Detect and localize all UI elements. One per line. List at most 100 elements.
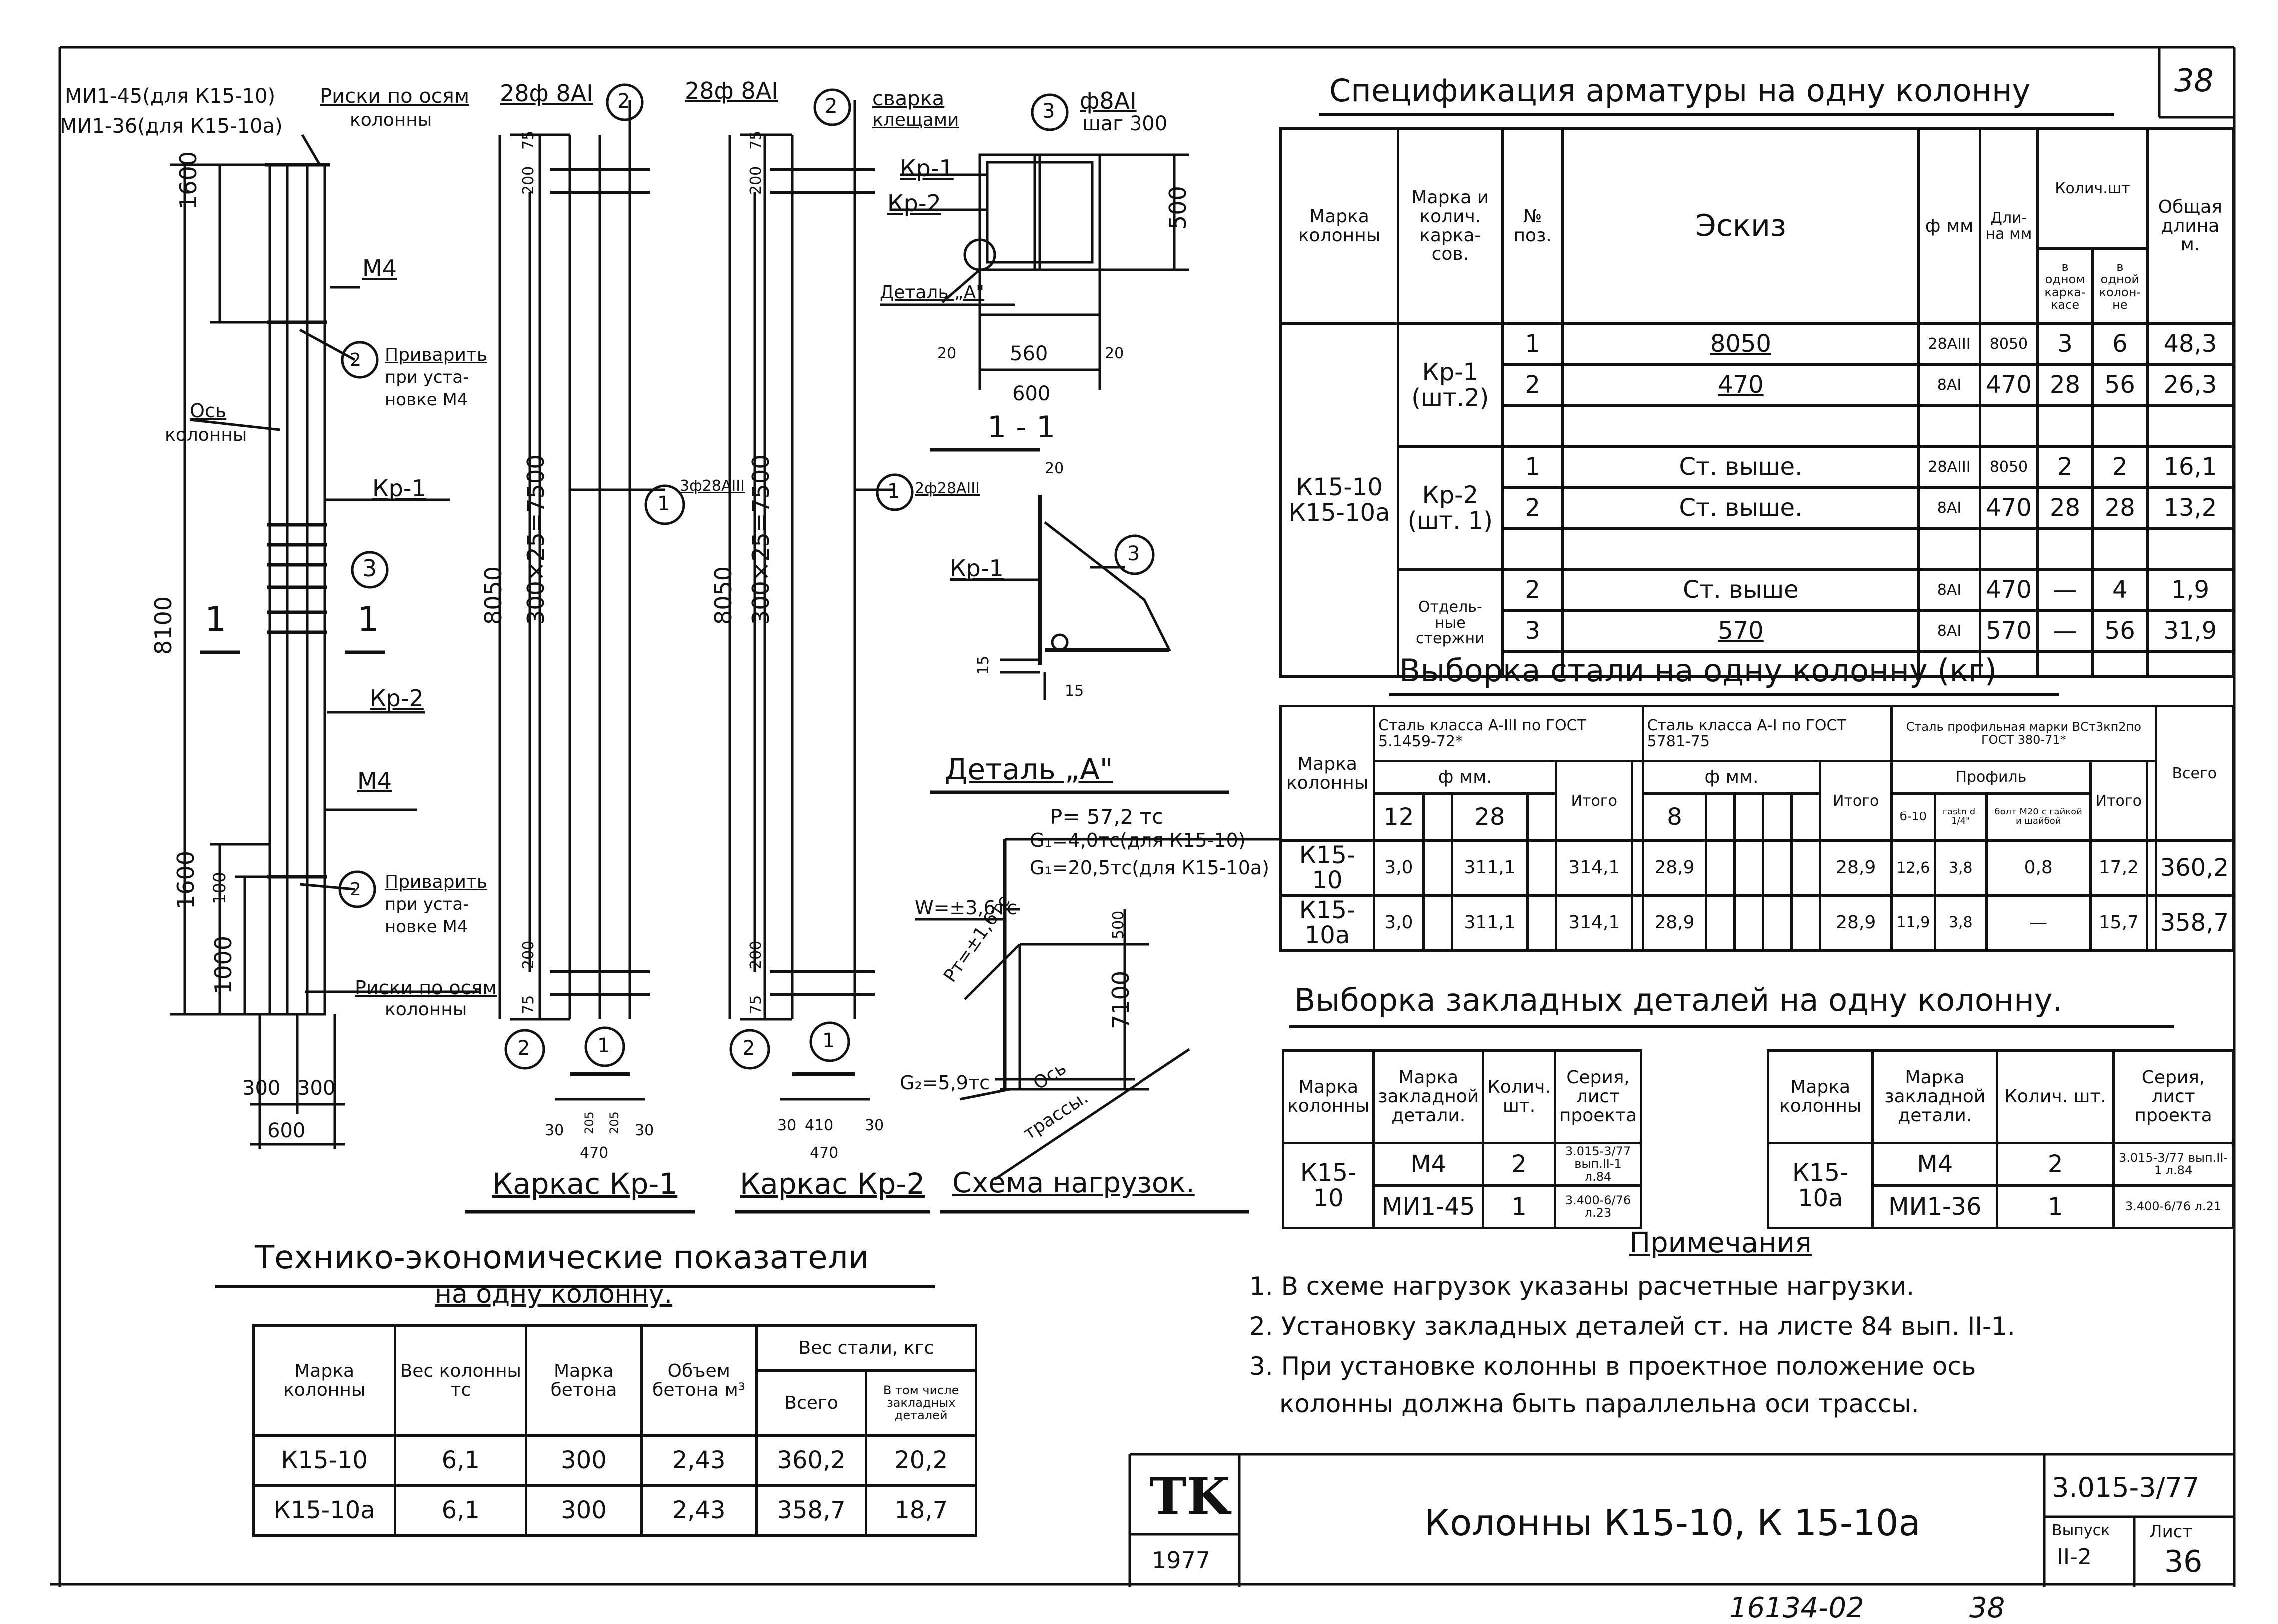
emb-l-h-detail: Марка закладной детали. <box>1372 1049 1485 1144</box>
section-dim-500: 500 <box>1164 186 1191 230</box>
steel-r1-p1: 12,6 <box>1890 839 1936 897</box>
steel-r2-v28: 311,1 <box>1450 894 1529 952</box>
steel-r2-p1: 11,9 <box>1890 894 1936 952</box>
page-value: 36 <box>2164 1544 2203 1579</box>
steel-h-d8: 8 <box>1641 792 1708 842</box>
tech-h-volume: Объем бетона м³ <box>640 1324 758 1437</box>
emb-r-h-mark: Марка колонны <box>1766 1049 1874 1144</box>
kp1-dim-75a: 75 <box>520 130 537 150</box>
steel-h-mark: Марка колонны <box>1279 705 1375 842</box>
steel-r1-it2: 28,9 <box>1819 839 1893 897</box>
loads-g1b: G₁=20,5тс(для К15-10а) <box>1030 857 1269 879</box>
detailA-d15b: 15 <box>1065 682 1084 700</box>
loads-g2: G₂=5,9тс <box>900 1072 990 1094</box>
bottom-number: 38 <box>1969 1592 2005 1624</box>
spec-r3-q1: 2 <box>2036 445 2094 489</box>
kp1-dim-8050: 8050 <box>480 566 507 625</box>
spec-r5-total: 1,9 <box>2146 568 2235 612</box>
spec-h-mark-frame: Марка и колич. карка- сов. <box>1396 127 1504 325</box>
label-kp1-col: Кр-1 <box>372 475 426 502</box>
tech-r2-mark: К15-10а <box>252 1484 397 1537</box>
spec-r3-phi: 28АIII <box>1917 445 1981 489</box>
note-1: 1. В схеме нагрузок указаны расчетные на… <box>1249 1272 1915 1301</box>
label-riski-top-2: колонны <box>350 110 432 130</box>
tech-h-steel: Вес стали, кгс <box>755 1324 978 1372</box>
bottom-handwritten: 16134-02 <box>1729 1592 1864 1624</box>
kp1-dim-75b: 75 <box>520 995 537 1014</box>
kp1-bar-label: 28ф 8АI <box>500 80 593 107</box>
steel-h-vsego: Всего <box>2154 705 2235 842</box>
emb-l-h-series: Серия, лист проекта <box>1553 1049 1643 1144</box>
steel-r2-v8: 28,9 <box>1641 894 1708 952</box>
steel-h-itogo-prof: Итого <box>2089 760 2148 842</box>
tech-r1-concrete: 300 <box>525 1434 643 1487</box>
spec-r3-sketch: Ст. выше. <box>1561 445 1920 489</box>
loads-g1a: G₁=4,0тс(для К15-10) <box>1030 829 1246 851</box>
spec-h-qty: Колич.шт <box>2036 127 2149 250</box>
steel-h-phi-a1: ф мм. <box>1641 760 1822 795</box>
steel-h-nuts: гаstn d-1/4" <box>1933 792 1988 842</box>
section-kp2: Кр-2 <box>887 190 941 217</box>
spec-r1-q2: 6 <box>2091 322 2149 366</box>
spec-frame-kp1: Кр-1 (шт.2) <box>1396 322 1504 448</box>
tech-r2-weight: 6,1 <box>394 1484 528 1537</box>
spec-r1-pos: 1 <box>1501 322 1564 366</box>
spec-r5-pos: 2 <box>1501 568 1564 612</box>
steel-table: Марка колонны Сталь класса А-III по ГОСТ… <box>1279 705 2235 952</box>
spec-r4-len: 470 <box>1978 486 2039 530</box>
note-4: колонны должна быть параллельна оси трас… <box>1279 1389 1919 1418</box>
steel-r2-p2: 3,8 <box>1933 894 1988 952</box>
steel-title: Выборка стали на одну колонну (кг) <box>1399 652 1997 689</box>
kp1-d30b: 30 <box>635 1122 654 1139</box>
label-m4-top: М4 <box>362 255 397 282</box>
section-d560: 560 <box>1010 342 1048 365</box>
emb-l-r1-qty: 2 <box>1482 1142 1556 1187</box>
kp2-circle-1-bottom: 1 <box>822 1029 835 1052</box>
emb-r-mark: К15-10а <box>1766 1142 1874 1229</box>
steel-r1-v8: 28,9 <box>1641 839 1708 897</box>
steel-r2-it2: 28,9 <box>1819 894 1893 952</box>
label-mi145: МИ1-45(для К15-10) <box>65 85 276 108</box>
spec-r2-sketch: 470 <box>1561 363 1920 407</box>
kp1-circle-2-bottom: 2 <box>517 1037 530 1060</box>
kp2-bar1-label: 2ф28АIII <box>915 480 980 497</box>
emb-r-h-detail: Марка закладной детали. <box>1871 1049 1999 1144</box>
spec-r1-len: 8050 <box>1978 322 2039 366</box>
loads-d7100: 7100 <box>1107 970 1134 1029</box>
circle-2-top: 2 <box>350 350 361 370</box>
steel-r1-v28: 311,1 <box>1450 839 1529 897</box>
steel-r1-it1: 314,1 <box>1555 839 1634 897</box>
spec-r4-pos: 2 <box>1501 486 1564 530</box>
kp2-d410: 410 <box>805 1117 834 1134</box>
steel-h-phi-a3: ф мм. <box>1372 760 1558 795</box>
kp2-dim-200b: 200 <box>747 940 765 969</box>
embedded-title: Выборка закладных деталей на одну колонн… <box>1294 982 2063 1018</box>
emb-l-r1-series: 3.015-3/77 вып.II-1 л.84 <box>1553 1142 1643 1187</box>
spec-r3-pos: 1 <box>1501 445 1564 489</box>
spec-table: Марка колонны Марка и колич. карка- сов.… <box>1279 127 2235 678</box>
tech-r1-incl: 20,2 <box>865 1434 977 1487</box>
detailA-circle-3: 3 <box>1127 542 1140 565</box>
loads-caption: Схема нагрузок. <box>952 1167 1195 1199</box>
emb-l-h-qty: Колич. шт. <box>1482 1049 1556 1144</box>
kp1-circle-2: 2 <box>617 90 630 113</box>
section-kp1: Кр-1 <box>900 155 954 182</box>
section-detail: Деталь „А" <box>880 282 984 303</box>
kp2-circle-2: 2 <box>825 95 838 118</box>
spec-r2-q1: 28 <box>2036 363 2094 407</box>
emb-r-r2-detail: МИ1-36 <box>1871 1184 1999 1229</box>
spec-r4-total: 13,2 <box>2146 486 2235 530</box>
kp1-d205b: 205 <box>607 1111 621 1134</box>
spec-h-qty-col: в одной колон- не <box>2091 247 2149 325</box>
emb-r-r2-qty: 1 <box>1996 1184 2115 1229</box>
kp2-dim-75b: 75 <box>747 995 765 1014</box>
kp2-dim-75a: 75 <box>747 130 765 150</box>
spec-h-length: Дли- на мм <box>1978 127 2039 325</box>
steel-r2-it1: 314,1 <box>1555 894 1634 952</box>
sheet-year: 1977 <box>1152 1547 1211 1574</box>
dim-600-col: 600 <box>267 1119 306 1142</box>
spec-r5-sketch: Ст. выше <box>1561 568 1920 612</box>
dim-1600-bottom: 1600 <box>172 850 199 909</box>
spec-r5-phi: 8АI <box>1917 568 1981 612</box>
